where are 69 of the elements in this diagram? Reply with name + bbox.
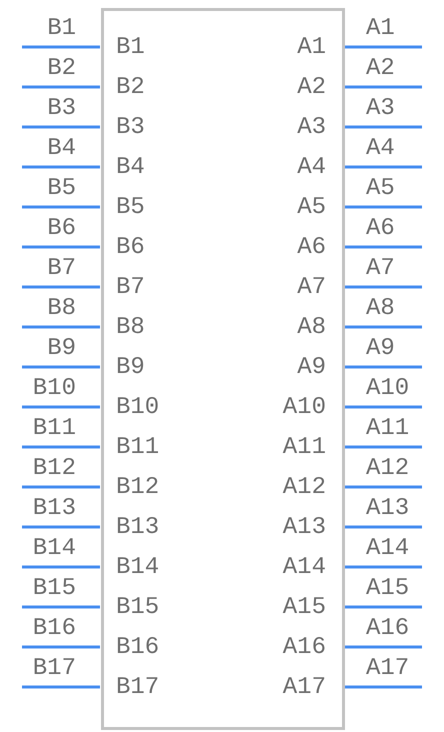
pin-number: A12 <box>366 457 410 481</box>
pin-name: A9 <box>297 356 326 380</box>
pin-number: B8 <box>47 297 76 321</box>
pin-name: B11 <box>116 436 160 460</box>
pin-number: B3 <box>47 97 76 121</box>
pin-number: B7 <box>47 257 76 281</box>
pin-name: B1 <box>116 36 145 60</box>
pin-number: A16 <box>366 617 410 641</box>
pin-name: A14 <box>282 556 326 580</box>
pin-name: B10 <box>116 396 160 420</box>
pin-number: A11 <box>366 417 410 441</box>
pin-name: A3 <box>297 116 326 140</box>
pin-name: B13 <box>116 516 160 540</box>
pin-number: A4 <box>366 137 395 161</box>
pin-name: B3 <box>116 116 145 140</box>
component-body <box>101 8 345 730</box>
pin-name: B7 <box>116 276 145 300</box>
pin-name: B16 <box>116 636 160 660</box>
pin-name: A8 <box>297 316 326 340</box>
pin-name: B14 <box>116 556 160 580</box>
pin-number: B6 <box>47 217 76 241</box>
pin-name: A10 <box>282 396 326 420</box>
pin-number: B2 <box>47 57 76 81</box>
pin-number: B17 <box>32 657 76 681</box>
pin-number: A5 <box>366 177 395 201</box>
pin-name: B15 <box>116 596 160 620</box>
pin-number: A6 <box>366 217 395 241</box>
pin-name: A2 <box>297 76 326 100</box>
pin-number: A3 <box>366 97 395 121</box>
pin-name: B9 <box>116 356 145 380</box>
pin-name: B8 <box>116 316 145 340</box>
pin-number: A8 <box>366 297 395 321</box>
pin-name: A1 <box>297 36 326 60</box>
pin-number: A1 <box>366 17 395 41</box>
pin-name: B2 <box>116 76 145 100</box>
pin-number: B11 <box>32 417 76 441</box>
pin-number: B5 <box>47 177 76 201</box>
pin-number: B14 <box>32 537 76 561</box>
pin-number: A9 <box>366 337 395 361</box>
pin-number: B16 <box>32 617 76 641</box>
pin-number: A7 <box>366 257 395 281</box>
pin-number: B12 <box>32 457 76 481</box>
pin-name: B17 <box>116 676 160 700</box>
pin-name: B6 <box>116 236 145 260</box>
pin-number: A10 <box>366 377 410 401</box>
pin-number: B9 <box>47 337 76 361</box>
pin-name: A6 <box>297 236 326 260</box>
pin-number: B4 <box>47 137 76 161</box>
pin-name: A7 <box>297 276 326 300</box>
pin-name: A15 <box>282 596 326 620</box>
pin-name: A4 <box>297 156 326 180</box>
pin-name: B4 <box>116 156 145 180</box>
pin-name: A13 <box>282 516 326 540</box>
pin-number: A17 <box>366 657 410 681</box>
pin-number: B10 <box>32 377 76 401</box>
pin-number: B1 <box>47 17 76 41</box>
pin-number: A13 <box>366 497 410 521</box>
pin-name: A16 <box>282 636 326 660</box>
pin-number: A14 <box>366 537 410 561</box>
pin-number: A15 <box>366 577 410 601</box>
pin-number: B15 <box>32 577 76 601</box>
pin-name: A5 <box>297 196 326 220</box>
pin-name: B12 <box>116 476 160 500</box>
pin-name: A12 <box>282 476 326 500</box>
pin-name: A11 <box>282 436 326 460</box>
pin-name: A17 <box>282 676 326 700</box>
pin-name: B5 <box>116 196 145 220</box>
pin-number: A2 <box>366 57 395 81</box>
pin-number: B13 <box>32 497 76 521</box>
